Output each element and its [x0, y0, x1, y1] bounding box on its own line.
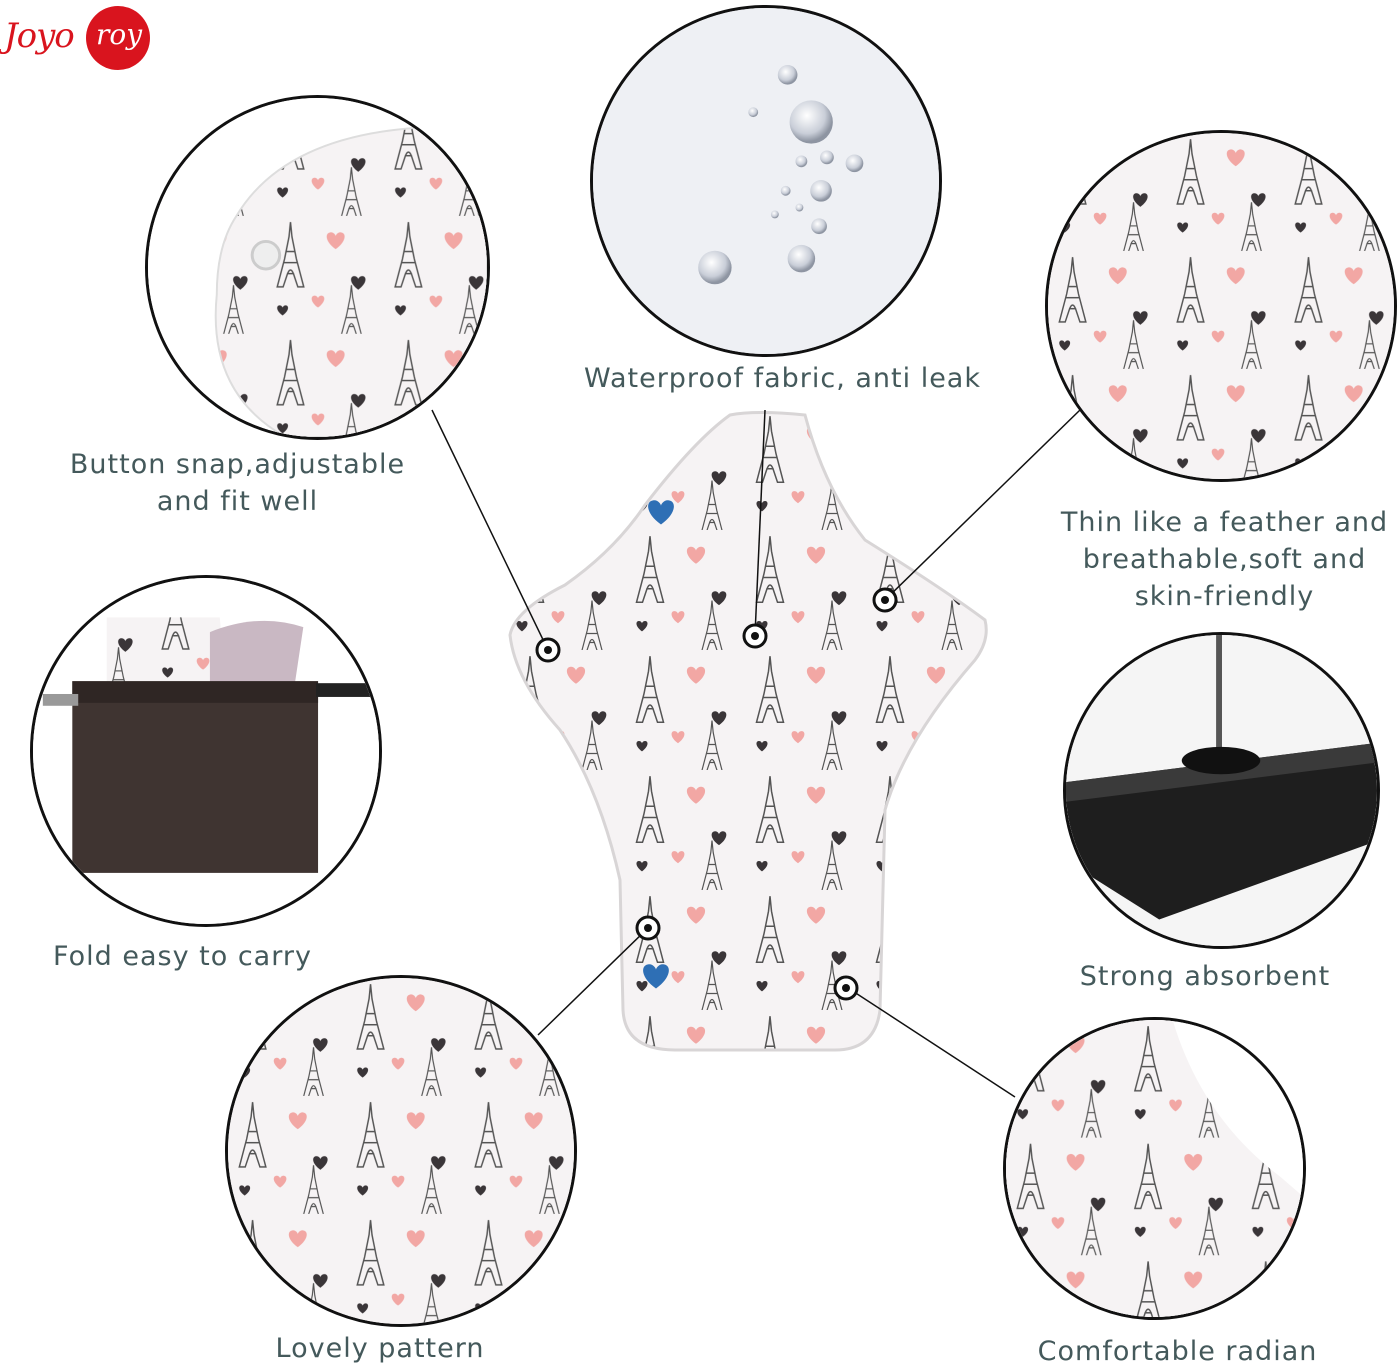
- caption-absorbent: Strong absorbent: [1060, 958, 1350, 995]
- thin-fabric-detail-circle: [1045, 130, 1397, 482]
- caption-waterproof-text: Waterproof fabric, anti leak: [583, 363, 981, 394]
- caption-pattern: Lovely pattern: [255, 1330, 505, 1367]
- wet-bag-detail-circle: [30, 575, 382, 927]
- caption-thin-line2: breathable,soft and: [1082, 544, 1367, 575]
- caption-absorbent-text: Strong absorbent: [1079, 961, 1331, 992]
- caption-thin-line3: skin-friendly: [1134, 581, 1315, 612]
- caption-fold-text: Fold easy to carry: [53, 941, 312, 972]
- pattern-illustration: [228, 978, 574, 1324]
- caption-radian-text: Comfortable radian: [1037, 1336, 1318, 1367]
- caption-pattern-text: Lovely pattern: [275, 1333, 485, 1364]
- wet-bag-illustration: [33, 578, 379, 924]
- caption-radian: Comfortable radian: [1020, 1333, 1335, 1370]
- water-drops-illustration: [593, 8, 939, 354]
- absorbent-core-illustration: [1066, 635, 1377, 946]
- waterproof-detail-circle: [590, 5, 942, 357]
- thin-fabric-illustration: [1048, 133, 1394, 479]
- button-snap-illustration: [148, 98, 487, 437]
- caption-button-line2: and fit well: [156, 486, 319, 517]
- pattern-detail-circle: [225, 975, 577, 1327]
- absorbent-detail-circle: [1063, 632, 1380, 949]
- caption-button-line1: Button snap,adjustable: [69, 449, 406, 480]
- logo-text-b: roy: [96, 18, 143, 51]
- caption-thin-line1: Thin like a feather and: [1060, 507, 1389, 538]
- caption-waterproof: Waterproof fabric, anti leak: [560, 360, 1005, 397]
- water-drop-icon: [698, 65, 864, 285]
- caption-button-snap: Button snap,adjustable and fit well: [40, 446, 435, 520]
- main-pad-image: [505, 410, 995, 1055]
- logo-disc: [86, 6, 150, 70]
- caption-fold: Fold easy to carry: [30, 938, 335, 975]
- button-snap-detail-circle: [145, 95, 490, 440]
- radian-detail-circle: [1003, 1017, 1306, 1320]
- brand-logo: Joyo roy: [4, 6, 154, 70]
- caption-thin-feather: Thin like a feather and breathable,soft …: [1050, 504, 1399, 615]
- snap-button-icon: [250, 239, 282, 271]
- radian-illustration: [1006, 1020, 1303, 1317]
- pad-illustration: [508, 411, 988, 1052]
- logo-text-a: Joyo: [4, 16, 75, 56]
